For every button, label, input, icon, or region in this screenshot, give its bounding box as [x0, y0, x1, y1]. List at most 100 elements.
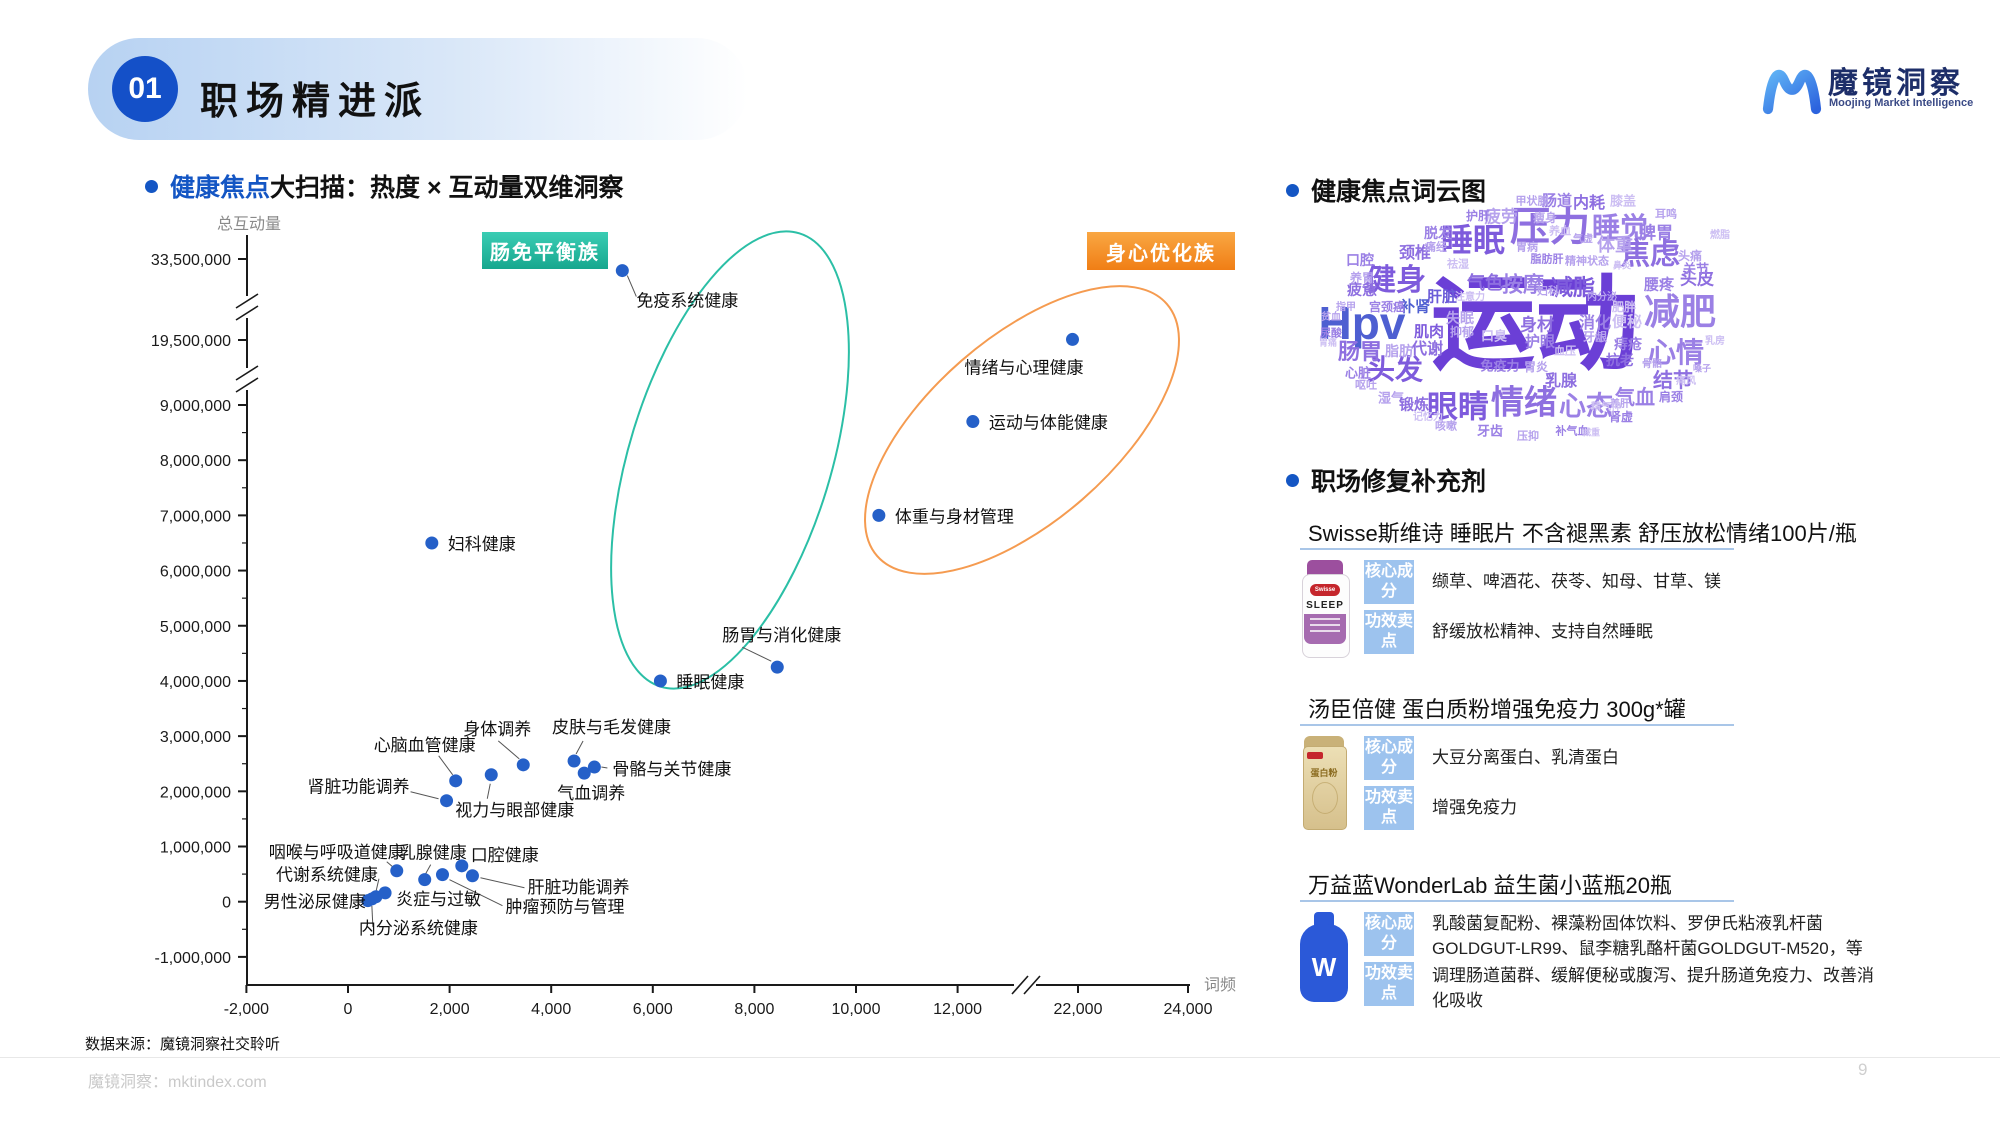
product-title: 汤臣倍健 蛋白质粉增强免疫力 300g*罐	[1308, 697, 1686, 722]
wordcloud-word: 牙齿	[1476, 423, 1504, 439]
wordcloud-word: 心脏	[1344, 365, 1372, 381]
wordcloud-word: 耳鸣	[1655, 208, 1677, 221]
scatter-point-label: 口腔健康	[471, 846, 539, 865]
y-tick-label: 19,500,000	[151, 333, 231, 350]
product-ingredients: 乳酸菌复配粉、裸藻粉固体饮料、罗伊氏粘液乳杆菌GOLDGUT-LR99、鼠李糖乳…	[1432, 914, 1863, 958]
wordcloud-word: 祛湿	[1447, 258, 1469, 271]
leader-line	[601, 766, 608, 769]
wordcloud-word: 颈椎	[1398, 245, 1432, 262]
wordcloud-word: 尿酸	[1320, 327, 1342, 340]
scatter-point-label: 肾脏功能调养	[308, 778, 410, 797]
wordcloud-word: 肠胃	[1337, 339, 1383, 364]
wordcloud-word: 心情	[1647, 337, 1705, 368]
product-benefits: 舒缓放松精神、支持自然睡眠	[1432, 622, 1653, 641]
wordcloud-word: 便秘	[1611, 313, 1643, 331]
wordcloud-word: 嗓子	[1692, 363, 1712, 374]
chart-section-heading: 健康焦点大扫描：热度 × 互动量双维洞察	[145, 168, 624, 204]
wordcloud-word: 咳嗽	[1435, 420, 1457, 433]
y-tick-label: 33,500,000	[151, 252, 231, 269]
axis-break-gap	[242, 368, 252, 390]
y-tick-label: 1,000,000	[160, 840, 231, 857]
header-pill	[88, 38, 748, 140]
scatter-point-label: 体重与身材管理	[895, 507, 1014, 526]
y-axis-title: 总互动量	[217, 215, 281, 233]
scatter-point-label: 妇科健康	[448, 535, 516, 554]
wordcloud-word: 免疫力	[1480, 358, 1520, 374]
leader-line	[375, 878, 380, 892]
tag-core-ingredients: 核心成分	[1364, 560, 1414, 604]
scatter-point-label: 咽喉与呼吸道健康	[269, 843, 405, 862]
wordcloud-word: 睡眠	[1440, 222, 1506, 258]
wordcloud-word: 宫颈癌	[1368, 300, 1406, 314]
scatter-point-label: 免疫系统健康	[636, 292, 738, 311]
bottle-body	[1300, 924, 1348, 1002]
wordcloud-word: 肌肉	[1413, 323, 1445, 341]
x-tick-label: 0	[344, 1001, 353, 1018]
wordcloud-word: 疲惫	[1346, 281, 1378, 299]
y-tick-label: 0	[222, 895, 231, 912]
logo-name: 魔镜洞察	[1828, 67, 1964, 100]
leader-line	[438, 755, 454, 776]
scatter-point	[449, 774, 463, 788]
scatter-point-label: 男性泌尿健康	[264, 893, 366, 912]
can-label: 蛋白粉	[1310, 768, 1338, 778]
y-tick-label: 5,000,000	[160, 619, 231, 636]
product-image-swisse-sleep: Swisse SLEEP	[1300, 560, 1350, 658]
wordcloud-word: 湿气	[1377, 390, 1405, 406]
divider	[0, 1057, 2000, 1058]
wordcloud-word: 肾虚	[1608, 410, 1634, 424]
scatter-point-label: 视力与眼部健康	[455, 801, 574, 820]
scatter-point	[1066, 332, 1079, 346]
wordcloud-word: 头痛	[1677, 249, 1703, 263]
divider	[1300, 548, 1734, 550]
scatter-point	[966, 415, 980, 429]
tag-core-ingredients: 核心成分	[1364, 736, 1414, 780]
leader-line	[575, 740, 584, 755]
bottle-cap	[1307, 560, 1343, 576]
wordcloud-word: 抑郁	[1449, 325, 1475, 339]
scatter-point	[615, 264, 629, 278]
brand-logo: 魔镜洞察 Moojing Market Intelligence	[1762, 50, 1982, 122]
scatter-point-label: 睡眠健康	[676, 673, 744, 692]
tag-benefits: 功效卖点	[1364, 962, 1414, 1006]
wordcloud-word: 失眠	[1446, 310, 1474, 326]
scatter-point	[435, 868, 449, 882]
axis-break-slash	[235, 377, 259, 393]
wordcloud-word: 关节	[1682, 261, 1710, 277]
bullet-icon	[1286, 183, 1299, 197]
wordcloud-word: 补气血	[1555, 425, 1589, 438]
y-tick-label: 4,000,000	[160, 674, 231, 691]
wordcloud-word: 焦虑	[1620, 238, 1680, 271]
wordcloud-word: 眼睛	[1427, 389, 1489, 425]
x-tick-label: 10,000	[832, 1001, 881, 1018]
y-tick-label: 7,000,000	[160, 508, 231, 525]
supplements-section-heading: 职场修复补充剂	[1286, 462, 1486, 498]
x-tick-label: 2,000	[430, 1001, 470, 1018]
page-title: 职场精进派	[200, 81, 431, 123]
wordcloud-word: 胃病	[1516, 241, 1538, 254]
leader-line	[371, 905, 374, 927]
wordcloud-word: 注意力	[1455, 292, 1485, 303]
wordcloud-word: 脾胃	[1639, 223, 1673, 243]
brand-badge: Swisse	[1310, 584, 1340, 596]
scatter-point	[872, 508, 886, 522]
wordcloud-word: 呕吐	[1355, 379, 1377, 392]
scatter-point	[378, 886, 392, 900]
scatter-point-label: 代谢系统健康	[276, 866, 378, 885]
y-tick-label: 9,000,000	[160, 398, 231, 415]
wordcloud-word: 气色	[1467, 273, 1503, 293]
cluster-badge-mind-body: 身心优化族	[1087, 232, 1235, 270]
wordcloud-word: 痛经	[1425, 241, 1447, 254]
scatter-point-label: 运动与体能健康	[989, 414, 1108, 433]
bullet-icon	[145, 179, 158, 193]
wordcloud-word: 甲状腺	[1515, 195, 1549, 208]
wordcloud-word: 脂肪肝	[1530, 253, 1564, 266]
can-oval-motif	[1312, 782, 1338, 814]
leader-line	[626, 275, 637, 297]
wordcloud-word: 健身	[1366, 264, 1426, 297]
wordcloud-word: 减重	[1581, 427, 1601, 438]
wordcloud-word: 口臭	[1480, 328, 1508, 344]
leader-line	[497, 740, 520, 760]
